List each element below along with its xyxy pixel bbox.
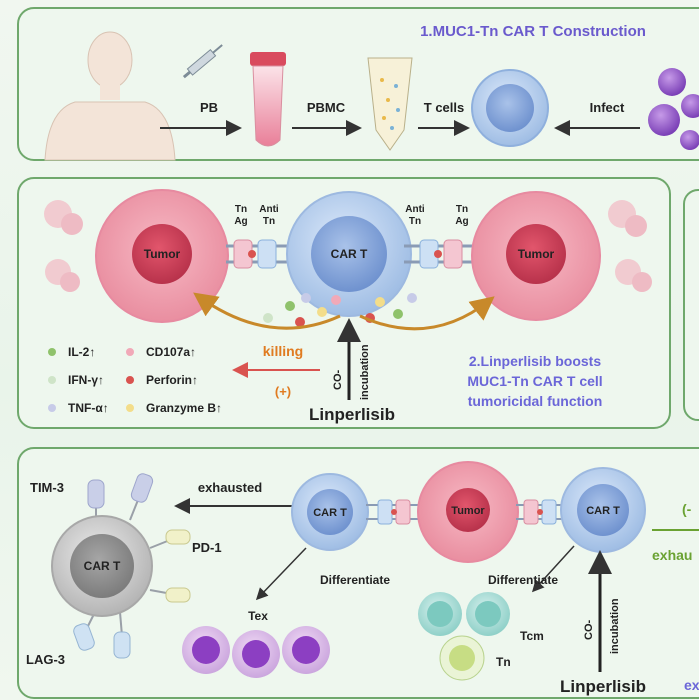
legend-dot-granzyme xyxy=(126,404,134,412)
label-tcells: T cells xyxy=(424,100,464,115)
tcm-cells xyxy=(418,592,510,636)
legend-perforin: Perforin↑ xyxy=(146,373,198,387)
legend-dot-perforin xyxy=(126,376,134,384)
label-tcm: Tcm xyxy=(520,629,544,643)
label-pd1: PD-1 xyxy=(192,540,222,555)
label-tex: Tex xyxy=(248,609,268,623)
panel2-right-frame xyxy=(683,189,699,421)
virus-icon xyxy=(648,68,699,150)
legend-dot-cd107a xyxy=(126,348,134,356)
conical-tube-icon xyxy=(367,57,413,151)
edge-exhau: exhau xyxy=(652,547,692,563)
receptor-pair-p3-left xyxy=(366,499,420,525)
cart-right-label: CAR T xyxy=(586,505,620,517)
tn-ag-right-2: Ag xyxy=(455,216,468,227)
legend-dot-il2 xyxy=(48,348,56,356)
label-infect: Infect xyxy=(590,100,625,115)
label-pbmc: PBMC xyxy=(307,100,346,115)
blood-tube-icon xyxy=(250,52,286,147)
tumor-left-label: Tumor xyxy=(144,247,181,261)
arrow-differentiate-right xyxy=(531,545,575,593)
t-cell-icon xyxy=(471,69,549,147)
legend-il2: IL-2↑ xyxy=(68,345,95,359)
tumor-p3-label: Tumor xyxy=(451,505,485,517)
label-lag3: LAG-3 xyxy=(26,652,65,667)
receptor-pair-right xyxy=(404,239,482,269)
tumor-right-label: Tumor xyxy=(518,247,555,261)
legend-dot-ifn xyxy=(48,376,56,384)
cytokine-dots xyxy=(263,293,417,327)
label-exhausted: exhausted xyxy=(198,480,262,495)
coincubation-2: incubation xyxy=(359,344,371,400)
label-plus: (+) xyxy=(275,384,291,399)
legend-granzyme: Granzyme B↑ xyxy=(146,401,222,415)
anti-tn-left-1: Anti xyxy=(259,204,279,215)
label-tim3: TIM-3 xyxy=(30,480,64,495)
edge-plus: (- xyxy=(682,501,692,517)
legend-dot-tnf xyxy=(48,404,56,412)
receptor-pair-left xyxy=(226,239,294,269)
label-killing: killing xyxy=(263,343,303,359)
anti-tn-right-2: Tn xyxy=(409,216,421,227)
tumor-cluster-icon xyxy=(44,200,652,292)
coincubation-1: CO- xyxy=(332,370,344,391)
caption-line-1: 2.Linperlisib boosts xyxy=(469,353,601,369)
label-differentiate-left: Differentiate xyxy=(320,573,390,587)
drug-label-p3: Linperlisib xyxy=(560,677,646,696)
cytokine-legend: IL-2↑ CD107a↑ IFN-γ↑ Perforin↑ TNF-α↑ Gr… xyxy=(48,345,222,415)
tumor-cell-left: Tumor xyxy=(95,189,229,323)
caption-line-2: MUC1-Tn CAR T cell xyxy=(467,373,602,389)
legend-cd107a: CD107a↑ xyxy=(146,345,196,359)
cart-mid-label: CAR T xyxy=(313,507,347,519)
label-tn: Tn xyxy=(496,655,511,669)
label-pb: PB xyxy=(200,100,218,115)
legend-ifn: IFN-γ↑ xyxy=(68,373,104,387)
car-t-cell-mid: CAR T xyxy=(291,473,369,551)
human-icon xyxy=(44,31,176,161)
tn-ag-left-2: Ag xyxy=(234,216,247,227)
tn-ag-right-1: Tn xyxy=(456,204,468,215)
coincubation-p3-1: CO- xyxy=(583,620,595,641)
caption-line-3: tumoricidal function xyxy=(468,393,603,409)
legend-tnf: TNF-α↑ xyxy=(68,401,109,415)
arrow-differentiate-left xyxy=(255,547,307,601)
edge-ex: ex xyxy=(684,677,699,693)
arrow-killing-left xyxy=(193,292,341,330)
cart-exhausted-label: CAR T xyxy=(84,559,121,573)
label-differentiate-right: Differentiate xyxy=(488,573,558,587)
panel1-title: 1.MUC1-Tn CAR T Construction xyxy=(420,23,646,40)
tumor-cell-p3: Tumor xyxy=(417,461,519,563)
coincubation-p3-2: incubation xyxy=(609,598,621,654)
car-t-cell-right: CAR T xyxy=(560,467,646,553)
anti-tn-right-1: Anti xyxy=(405,204,425,215)
tumor-cell-right: Tumor xyxy=(471,191,601,321)
cart-center-label: CAR T xyxy=(331,247,368,261)
tn-ag-left-1: Tn xyxy=(235,204,247,215)
syringe-icon xyxy=(182,44,223,79)
tn-cell xyxy=(439,635,485,681)
car-t-cell-center: CAR T xyxy=(286,191,412,317)
tex-cells xyxy=(182,626,330,678)
anti-tn-left-2: Tn xyxy=(263,216,275,227)
arrow-killing-right xyxy=(359,296,495,331)
drug-label: Linperlisib xyxy=(309,405,395,424)
receptor-pair-p3-right xyxy=(516,499,566,525)
exhausted-car-t: CAR T xyxy=(51,473,191,659)
